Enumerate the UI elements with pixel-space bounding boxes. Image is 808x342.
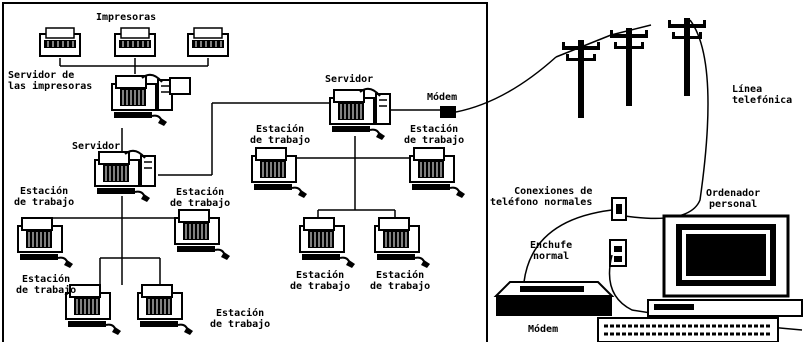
label-estacion: Estación de trabajo	[16, 274, 76, 296]
modem-icon	[496, 282, 612, 316]
label-estacion: Estación de trabajo	[14, 186, 74, 208]
telephone-pole-icon	[668, 18, 706, 96]
server-computer-icon	[330, 89, 390, 140]
label-servidor-impresoras: Servidor de las impresoras	[8, 70, 92, 92]
workstation-computer-icon	[375, 218, 430, 268]
modem-icon	[440, 106, 456, 118]
workstation-computer-icon	[18, 218, 73, 268]
server-computer-icon	[95, 151, 155, 202]
label-enchufe: Enchufe normal	[530, 240, 572, 262]
label-estacion: Estación de trabajo	[210, 308, 270, 330]
telephone-pole-icon	[610, 28, 648, 106]
label-estacion: Estación de trabajo	[370, 270, 430, 292]
printer-icon	[115, 28, 155, 56]
workstation-computer-icon	[252, 148, 307, 198]
label-conexiones: Conexiones de teléfono normales	[490, 186, 592, 208]
personal-computer-icon	[598, 216, 802, 342]
phone-icon	[170, 78, 190, 94]
label-ordenador: Ordenador personal	[706, 188, 760, 210]
label-linea-telefonica: Línea telefónica	[732, 84, 792, 106]
label-estacion: Estación de trabajo	[170, 187, 230, 209]
server-computer-icon	[112, 75, 172, 126]
label-impresoras: Impresoras	[96, 12, 156, 23]
label-estacion: Estación de trabajo	[250, 124, 310, 146]
printer-icon	[40, 28, 80, 56]
label-estacion: Estación de trabajo	[290, 270, 350, 292]
workstation-computer-icon	[175, 210, 230, 260]
workstation-computer-icon	[410, 148, 465, 198]
workstation-computer-icon	[300, 218, 355, 268]
label-servidor: Servidor	[72, 141, 120, 152]
printer-icon	[188, 28, 228, 56]
label-modem: Módem	[528, 324, 558, 335]
phone-jack-icon	[610, 240, 626, 266]
label-servidor: Servidor	[325, 74, 373, 85]
label-estacion: Estación de trabajo	[404, 124, 464, 146]
label-modem: Módem	[427, 92, 457, 103]
workstation-computer-icon	[138, 285, 193, 335]
